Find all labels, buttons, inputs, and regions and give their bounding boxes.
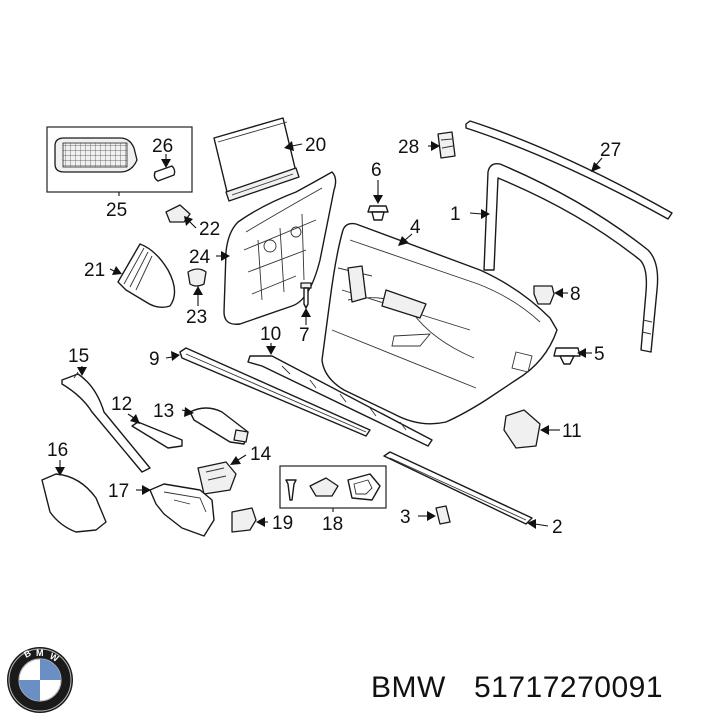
part-20-sunshade — [213, 117, 300, 202]
part-26-clip — [153, 165, 176, 182]
callout-19: 19 — [272, 513, 293, 534]
part-16-trim-cover — [41, 473, 107, 533]
callout-26: 26 — [152, 136, 173, 157]
part-group-18 — [279, 465, 387, 509]
callout-11: 11 — [562, 421, 582, 442]
part-14-switch-panel — [197, 461, 237, 495]
callout-23: 23 — [186, 307, 207, 328]
callout-25: 25 — [106, 200, 127, 221]
part-13-pull-handle — [189, 407, 249, 445]
callout-5: 5 — [594, 344, 605, 365]
callout-13: 13 — [153, 401, 174, 422]
callout-24: 24 — [189, 247, 211, 268]
callout-10: 10 — [260, 324, 281, 345]
callout-28: 28 — [398, 137, 419, 158]
callout-3: 3 — [400, 507, 411, 528]
part-17-armrest-bracket — [149, 483, 215, 537]
part-2-sill-strip — [383, 451, 533, 525]
part-18-clip — [309, 477, 339, 497]
callout-16: 16 — [47, 440, 68, 461]
part-caption: BMW 51717270091 — [371, 671, 663, 704]
callout-20: 20 — [305, 135, 326, 156]
callout-17: 17 — [108, 481, 129, 502]
leader-lines — [55, 141, 603, 529]
part-10-lower-strip — [247, 355, 433, 447]
callout-2: 2 — [552, 517, 563, 538]
callout-6: 6 — [371, 160, 382, 181]
part-18-frame — [347, 473, 381, 501]
part-5-clip — [553, 347, 581, 365]
part-12-strip — [131, 421, 183, 449]
part-11-handle-insert — [503, 409, 541, 449]
callout-7: 7 — [299, 325, 310, 346]
callout-12: 12 — [111, 394, 132, 415]
part-1-window-frame — [483, 162, 659, 353]
callout-21: 21 — [84, 260, 105, 281]
part-9-trim-strip — [179, 347, 371, 437]
bmw-logo: B M W — [7, 647, 73, 713]
part-8-clip — [533, 285, 555, 305]
part-28-clip — [437, 131, 456, 159]
callout-18: 18 — [322, 514, 343, 535]
part-18-screw — [285, 479, 297, 501]
part-4-door-trim-panel — [321, 222, 558, 425]
callout-14: 14 — [250, 444, 272, 465]
callout-8: 8 — [570, 284, 581, 305]
brand-name: BMW — [371, 671, 446, 704]
part-23-clip — [187, 268, 207, 287]
callout-27: 27 — [600, 140, 621, 161]
part-group-25 — [46, 126, 193, 193]
part-3-clip — [435, 505, 451, 525]
part-7-screw — [300, 282, 312, 309]
callout-15: 15 — [68, 346, 89, 367]
callout-22: 22 — [199, 219, 220, 240]
callout-labels: 1 2 3 4 5 6 7 8 9 10 11 12 13 14 15 16 1… — [47, 135, 621, 538]
part-number: 51717270091 — [474, 671, 663, 704]
part-27-upper-seal — [465, 120, 673, 220]
part-21-speaker-cover — [117, 243, 176, 309]
part-15-pillar-trim — [61, 371, 151, 473]
callout-1: 1 — [450, 204, 461, 225]
callout-9: 9 — [149, 349, 160, 370]
part-6-clip — [367, 205, 389, 221]
svg-text:B: B — [22, 648, 33, 660]
svg-text:M: M — [36, 648, 44, 658]
part-19-switch — [231, 507, 257, 533]
callout-4: 4 — [410, 217, 421, 238]
